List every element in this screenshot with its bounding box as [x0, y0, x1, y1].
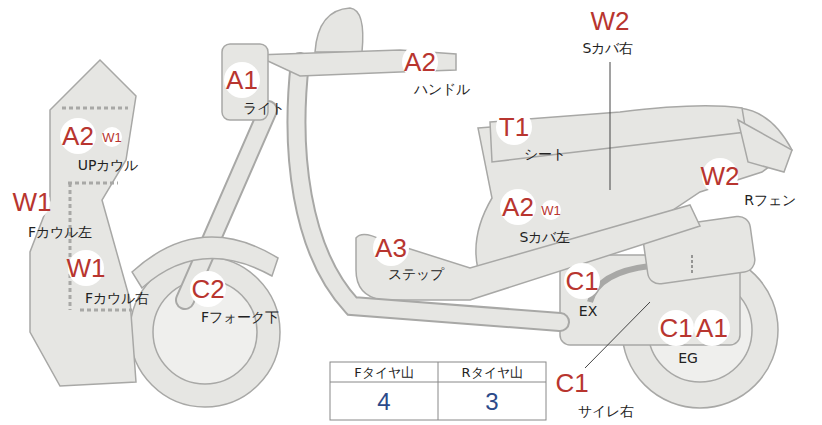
part-name: UPカウル [78, 158, 139, 172]
callout-code: C2 [190, 271, 226, 307]
part-name: ハンドル [414, 82, 470, 96]
callout-code: T1 [496, 109, 532, 145]
part-name: Sカバ右 [583, 41, 634, 55]
part-name: EX [579, 304, 597, 318]
table-header: Fタイヤ山 [354, 366, 413, 379]
callout-code: C1 [658, 310, 694, 346]
part-name: Fフォーク下 [201, 310, 279, 324]
callout-code: W1 [14, 184, 50, 220]
callout-code: C1 [564, 263, 600, 299]
callout-code: A2 [500, 189, 536, 225]
callout-code: A3 [373, 230, 409, 266]
part-name: シート [524, 147, 566, 161]
callout-code-small: W1 [541, 200, 561, 220]
callout-code: A1 [224, 62, 260, 98]
callout-code: A2 [60, 118, 96, 154]
part-name: Fカウル右 [85, 291, 149, 305]
callout-code: C1 [554, 365, 590, 401]
table-value: 3 [485, 390, 498, 414]
callout-code: W2 [592, 3, 628, 39]
callout-code: W2 [702, 158, 738, 194]
part-name: Fカウル左 [28, 225, 92, 239]
callout-code: A2 [402, 44, 438, 80]
callout-code: W1 [68, 250, 104, 286]
part-name: ステップ [388, 267, 444, 281]
callout-code: A1 [694, 310, 730, 346]
part-name: EG [678, 351, 698, 365]
table-header: Rタイヤ山 [461, 366, 522, 379]
part-name: Rフェン [744, 193, 796, 207]
part-name: サイレ右 [578, 404, 634, 418]
callout-code-small: W1 [102, 127, 122, 147]
table-value: 4 [377, 390, 390, 414]
part-name: ライト [243, 101, 285, 115]
part-name: Sカバ左 [520, 230, 571, 244]
